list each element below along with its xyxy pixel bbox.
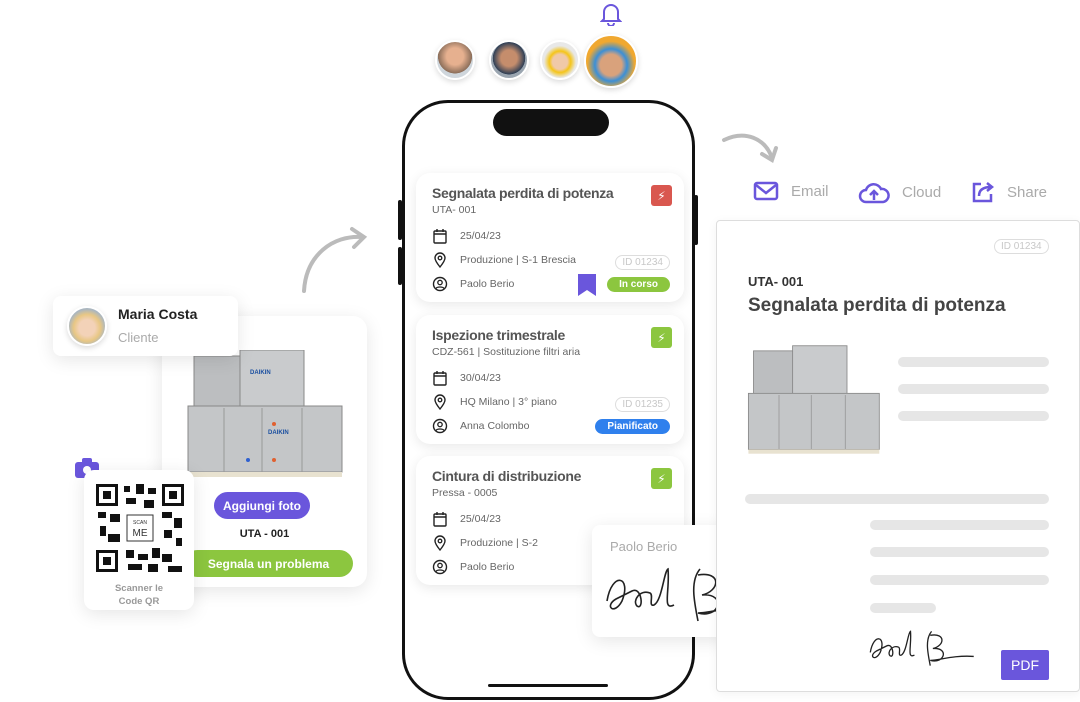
- pdf-button[interactable]: PDF: [1001, 650, 1049, 680]
- ticket-title: Ispezione trimestrale: [432, 327, 565, 343]
- lightning-icon: ⚡: [651, 185, 672, 206]
- ticket-location: Produzione | S-2: [460, 537, 539, 549]
- client-card: Maria Costa Cliente: [53, 296, 238, 356]
- location-pin-icon: [434, 394, 446, 410]
- email-icon: [753, 181, 779, 201]
- ticket-subtitle: Pressa - 0005: [432, 487, 498, 499]
- bookmark-icon[interactable]: [578, 274, 596, 296]
- client-name: Maria Costa: [118, 306, 198, 322]
- qr-me-label: ME: [133, 528, 148, 539]
- ticket-location: HQ Milano | 3° piano: [460, 396, 557, 408]
- arrow-icon: [722, 133, 778, 163]
- brand-label: DAIKIN: [268, 430, 289, 436]
- ticket-location: Produzione | S-1 Brescia: [460, 254, 576, 266]
- phone-side-button: [398, 200, 402, 240]
- document-code: UTA- 001: [748, 274, 804, 289]
- ticket-title: Segnalata perdita di potenza: [432, 185, 614, 201]
- lightning-icon: ⚡: [651, 468, 672, 489]
- home-indicator[interactable]: [488, 684, 608, 687]
- calendar-icon: [433, 229, 447, 244]
- share-label: Share: [1007, 183, 1048, 201]
- location-pin-icon: [434, 535, 446, 551]
- status-badge: In corso: [607, 277, 670, 292]
- ticket-date: 30/04/23: [460, 372, 501, 384]
- cloud-upload-icon: [858, 183, 890, 204]
- ticket-subtitle: UTA- 001: [432, 204, 477, 216]
- email-option[interactable]: Email: [753, 180, 829, 202]
- phone-frame: Segnalata perdita di potenza UTA- 001 ⚡ …: [402, 100, 695, 700]
- signer-name: Paolo Berio: [610, 539, 678, 554]
- placeholder-line: [870, 520, 1049, 530]
- share-icon: [972, 182, 995, 203]
- asset-code: UTA - 001: [239, 528, 290, 540]
- add-photo-button[interactable]: Aggiungi foto: [214, 492, 310, 519]
- status-badge: Pianificato: [595, 419, 670, 434]
- phone-side-button: [398, 247, 402, 285]
- ticket-assignee: Paolo Berio: [460, 278, 515, 290]
- client-avatar: [67, 306, 107, 346]
- placeholder-line: [870, 547, 1049, 557]
- calendar-icon: [433, 512, 447, 527]
- report-document: ID 01234 UTA- 001 Segnalata perdita di p…: [716, 220, 1080, 692]
- ticket-subtitle: CDZ-561 | Sostituzione filtri aria: [432, 346, 581, 358]
- report-problem-button[interactable]: Segnala un problema: [184, 550, 353, 577]
- brand-label: DAIKIN: [250, 370, 271, 376]
- email-label: Email: [791, 182, 829, 200]
- phone-notch: [493, 109, 609, 136]
- asset-card: DAIKIN DAIKIN Aggiungi foto UTA - 001 Se…: [162, 316, 367, 587]
- signature-drawing: [869, 630, 974, 666]
- ticket-id-badge: ID 01235: [615, 397, 670, 412]
- user-icon: [432, 276, 448, 292]
- placeholder-line: [898, 357, 1049, 367]
- ticket-assignee: Anna Colombo: [460, 420, 530, 432]
- ticket-date: 25/04/23: [460, 230, 501, 242]
- ticket-title: Cintura di distribuzione: [432, 468, 582, 484]
- document-title: Segnalata perdita di potenza: [748, 295, 1006, 316]
- document-id-badge: ID 01234: [994, 239, 1049, 254]
- user-icon: [432, 559, 448, 575]
- phone-side-button: [694, 195, 698, 245]
- placeholder-line: [745, 494, 1049, 504]
- air-handling-unit-image: DAIKIN DAIKIN: [187, 350, 343, 477]
- share-option[interactable]: Share: [971, 180, 1047, 204]
- ticket-card[interactable]: Ispezione trimestrale CDZ-561 | Sostituz…: [416, 315, 684, 444]
- avatar: [435, 40, 475, 80]
- qr-scan-label: SCAN: [133, 520, 147, 526]
- ticket-card[interactable]: Segnalata perdita di potenza UTA- 001 ⚡ …: [416, 173, 684, 302]
- avatar: [489, 40, 529, 80]
- placeholder-line: [870, 575, 1049, 585]
- air-handling-unit-image: [747, 345, 880, 454]
- bell-icon[interactable]: [600, 2, 622, 26]
- location-pin-icon: [434, 252, 446, 268]
- user-icon: [432, 418, 448, 434]
- placeholder-line: [898, 411, 1049, 421]
- avatar: [584, 34, 638, 88]
- cloud-label: Cloud: [902, 183, 942, 201]
- calendar-icon: [433, 371, 447, 386]
- ticket-id-badge: ID 01234: [615, 255, 670, 270]
- cloud-option[interactable]: Cloud: [858, 180, 941, 204]
- lightning-icon: ⚡: [651, 327, 672, 348]
- ticket-date: 25/04/23: [460, 513, 501, 525]
- ticket-assignee: Paolo Berio: [460, 561, 515, 573]
- qr-code[interactable]: SCAN ME: [96, 484, 184, 572]
- avatar: [540, 40, 580, 80]
- placeholder-line: [898, 384, 1049, 394]
- arrow-icon: [302, 227, 368, 293]
- placeholder-line: [870, 603, 936, 613]
- client-role: Cliente: [118, 330, 159, 345]
